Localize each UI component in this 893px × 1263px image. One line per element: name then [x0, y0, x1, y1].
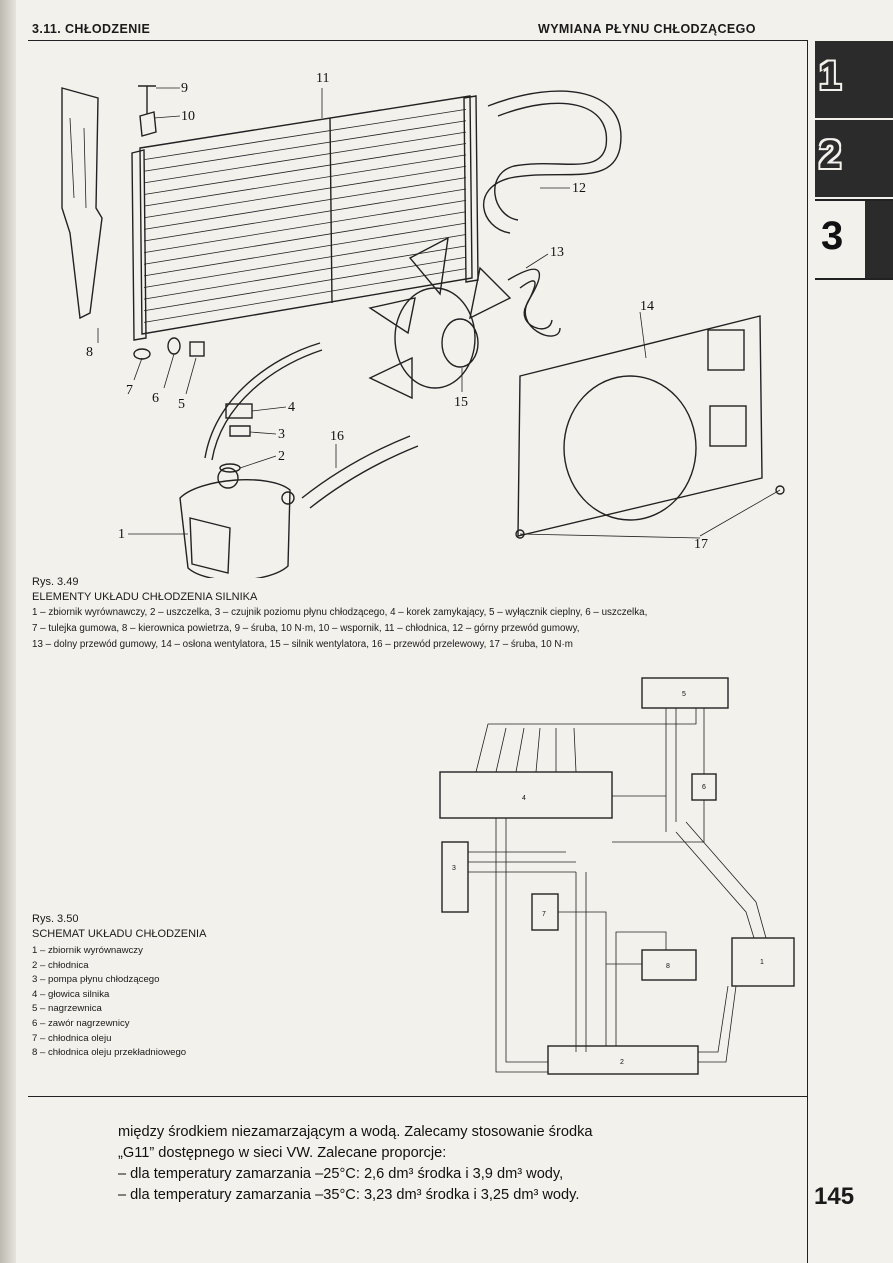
block-label: 4 [522, 795, 526, 802]
figure-title: ELEMENTY UKŁADU CHŁODZENIA SILNIKA [32, 591, 258, 603]
radiator-fin [143, 120, 467, 172]
radiator-fin [143, 256, 467, 312]
radiator-fin [143, 154, 467, 207]
legend-item: 2 – chłodnica [32, 959, 89, 971]
callout-9: 9 [181, 81, 188, 96]
block-label: 5 [682, 691, 686, 698]
radiator-fin [143, 131, 467, 184]
callout-13: 13 [550, 245, 564, 260]
figure-number: Rys. 3.50 [32, 913, 79, 925]
callout-5: 5 [178, 397, 185, 412]
rubber-sleeve [133, 348, 151, 360]
radiator-fin [143, 143, 467, 195]
bracket [139, 111, 157, 137]
block-radiator [547, 1045, 699, 1075]
block-label: 8 [666, 963, 670, 970]
callout-8: 8 [86, 345, 93, 360]
callout-4: 4 [288, 400, 295, 415]
callout-14: 14 [640, 299, 654, 314]
radiator-fin [143, 245, 467, 300]
thermo-switch [189, 341, 205, 357]
block-label: 7 [542, 911, 546, 918]
list-item: – dla temperatury zamarzania –35°C: 3,23… [118, 1187, 580, 1203]
block-heater [641, 677, 729, 709]
callout-16: 16 [330, 429, 344, 444]
chapter-tab-2[interactable]: 2 [815, 120, 893, 197]
air-deflector [61, 87, 103, 320]
legend-item: 1 – zbiornik wyrównawczy [32, 945, 143, 956]
callout-6: 6 [152, 391, 159, 406]
radiator-fin [143, 222, 467, 277]
legend-item: 4 – głowica silnika [32, 988, 110, 1000]
paragraph-line: między środkiem niezamarzającym a wodą. … [118, 1124, 593, 1140]
margin-rule [807, 40, 808, 1263]
radiator-fin [143, 234, 467, 288]
legend-item: 8 – chłodnica oleju przekładniowego [32, 1047, 187, 1059]
upper-hose [482, 90, 622, 234]
legend-item: 3 – pompa płynu chłodzącego [32, 974, 160, 986]
figure-legend-list: 1 – zbiornik wyrównawczy 2 – chłodnica 3… [32, 944, 186, 1061]
callout-3: 3 [278, 427, 285, 442]
radiator-fin [143, 199, 467, 254]
block-gear-oil-cooler [641, 949, 697, 981]
legend-item: 7 – chłodnica oleju [32, 1032, 112, 1044]
callout-2: 2 [278, 449, 285, 464]
figure-legend-line: 7 – tulejka gumowa, 8 – kierownica powie… [32, 623, 580, 634]
page-number: 145 [814, 1183, 855, 1210]
block-label: 6 [702, 784, 706, 791]
figure-legend-line: 13 – dolny przewód gumowy, 14 – osłona w… [32, 639, 573, 650]
cooling-components-drawing: 9 10 11 12 13 14 15 16 17 8 7 6 5 4 3 2 … [61, 71, 785, 578]
callout-11: 11 [316, 71, 329, 86]
fan-shroud [517, 315, 763, 537]
section-header: 3.11. CHŁODZENIE [32, 22, 151, 36]
bolt [138, 85, 156, 114]
legend-item: 6 – zawór nagrzewnicy [32, 1017, 130, 1029]
body-text: między środkiem niezamarzającym a wodą. … [118, 1122, 592, 1206]
radiator-fin [143, 177, 467, 230]
radiator-fin [143, 211, 467, 265]
callout-10: 10 [181, 109, 195, 124]
expansion-tank [179, 467, 295, 578]
fan-motor [368, 236, 512, 400]
figure-title: SCHEMAT UKŁADU CHŁODZENIA [32, 928, 207, 940]
block-label: 3 [452, 865, 456, 872]
section-rule [28, 1096, 808, 1097]
cooling-schematic: 5 4 6 3 7 8 1 2 [439, 677, 795, 1075]
paragraph-line: „G11” dostępnego w sieci VW. Zalecane pr… [118, 1145, 447, 1161]
header-rule [28, 40, 808, 41]
shroud-bolt [775, 485, 785, 495]
radiator-fin [143, 165, 467, 219]
legend-item: 5 – nagrzewnica [32, 1003, 102, 1015]
callout-12: 12 [572, 181, 586, 196]
block-label: 1 [760, 959, 764, 966]
block-cylinder-head [439, 771, 613, 819]
list-item: – dla temperatury zamarzania –25°C: 2,6 … [118, 1166, 564, 1182]
callout-17: 17 [694, 537, 708, 552]
radiator-fin [143, 268, 467, 323]
page-binding-shadow [0, 0, 16, 1263]
callout-1: 1 [118, 527, 125, 542]
level-sensor [229, 425, 251, 437]
chapter-tab-1[interactable]: 1 [815, 41, 893, 118]
figure-number: Rys. 3.49 [32, 576, 79, 588]
radiator-fin [143, 108, 467, 161]
overflow-hose [301, 435, 411, 499]
radiator-fin [143, 188, 467, 242]
lower-hose [507, 268, 561, 337]
chapter-tab-3[interactable]: 3 [815, 199, 893, 280]
radiator [131, 95, 479, 341]
callout-15: 15 [454, 395, 468, 410]
block-label: 2 [620, 1059, 624, 1066]
callout-7: 7 [126, 383, 133, 398]
block-water-pump [441, 841, 469, 913]
seal-ring [167, 337, 181, 355]
page-title: WYMIANA PŁYNU CHŁODZĄCEGO [538, 22, 756, 36]
figure-legend-line: 1 – zbiornik wyrównawczy, 2 – uszczelka,… [32, 607, 648, 618]
block-expansion-tank [731, 937, 795, 987]
